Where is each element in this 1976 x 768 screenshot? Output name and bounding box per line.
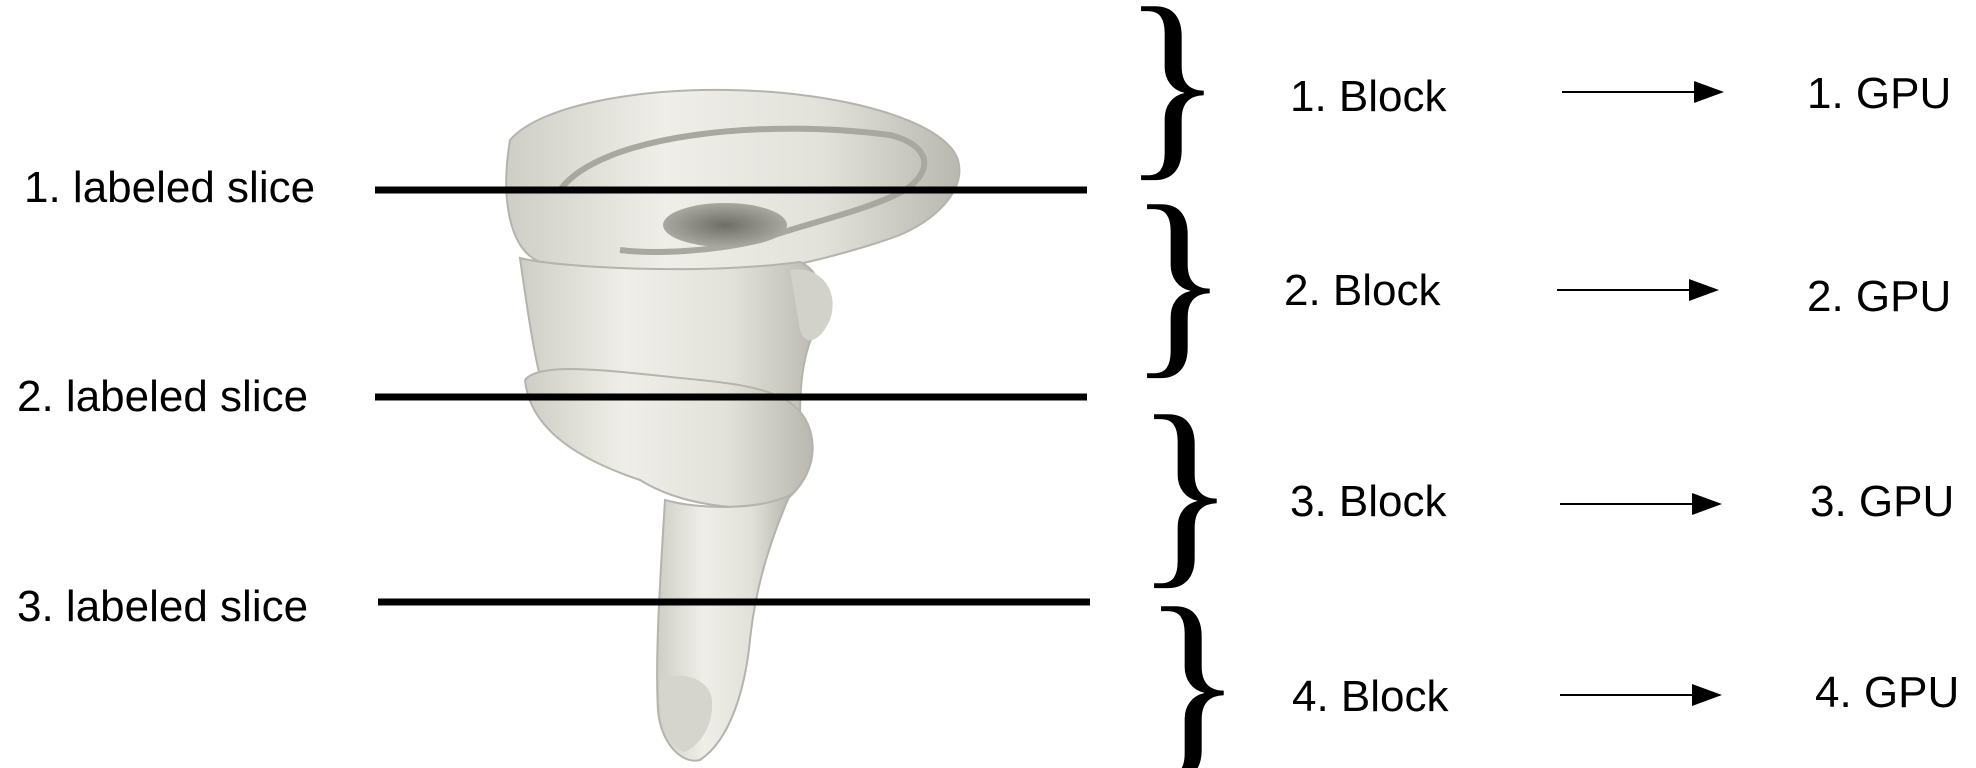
slice-label-2: 2. labeled slice bbox=[17, 372, 308, 421]
block-label-2: 2. Block bbox=[1284, 266, 1442, 315]
arrow-right-icon bbox=[1562, 81, 1724, 103]
braces: } } } } bbox=[1122, 0, 1243, 768]
arrow-right-icon bbox=[1560, 493, 1722, 515]
curly-brace-icon: } bbox=[1142, 566, 1243, 768]
arrows bbox=[1557, 81, 1724, 706]
arrow-right-icon bbox=[1560, 684, 1722, 706]
block-label-3: 3. Block bbox=[1290, 477, 1448, 526]
gpu-label-3: 3. GPU bbox=[1810, 477, 1954, 526]
slice-label-3: 3. labeled slice bbox=[17, 582, 308, 631]
block-label-1: 1. Block bbox=[1290, 72, 1448, 121]
object-inner-hole bbox=[663, 203, 787, 247]
curly-brace-icon: } bbox=[1128, 164, 1229, 396]
gpu-label-4: 4. GPU bbox=[1815, 668, 1959, 717]
slice-label-1: 1. labeled slice bbox=[24, 163, 315, 212]
arrow-right-icon bbox=[1557, 279, 1719, 301]
block-label-4: 4. Block bbox=[1292, 672, 1450, 721]
gpu-label-2: 2. GPU bbox=[1807, 272, 1951, 321]
gpu-label-1: 1. GPU bbox=[1807, 69, 1951, 118]
